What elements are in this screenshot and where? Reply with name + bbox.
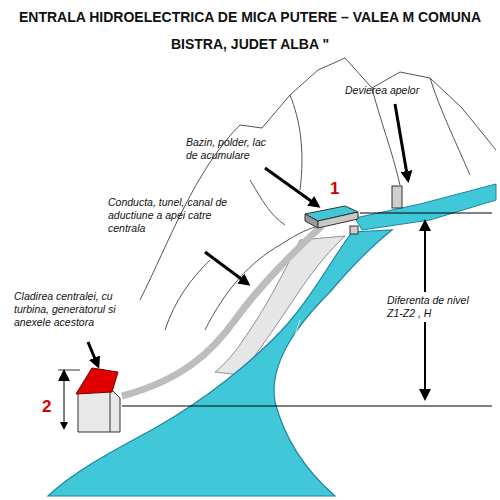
callout-label: Conducta, tunel, canal de aductiune a ap…: [108, 196, 236, 235]
diversion-dam: [392, 186, 402, 208]
dimension-label: Diferenta de nivel Z1-Z2 , H: [384, 292, 476, 322]
leader-arrow: [88, 104, 408, 366]
power-house: [76, 368, 120, 432]
callout-label: Cladirea centralei, cu turbina, generato…: [14, 290, 132, 329]
callout-label: Bazin, polder, lac de acumulare: [186, 136, 278, 162]
river: [48, 230, 392, 496]
diagram-title: ENTRALA HIDROELECTRICA DE MICA PUTERE – …: [2, 4, 498, 58]
penstock: [122, 226, 322, 396]
callout-number: 2: [42, 398, 56, 416]
callout-number: 1: [330, 180, 344, 198]
callout-label: Devierea apelor: [345, 84, 455, 97]
